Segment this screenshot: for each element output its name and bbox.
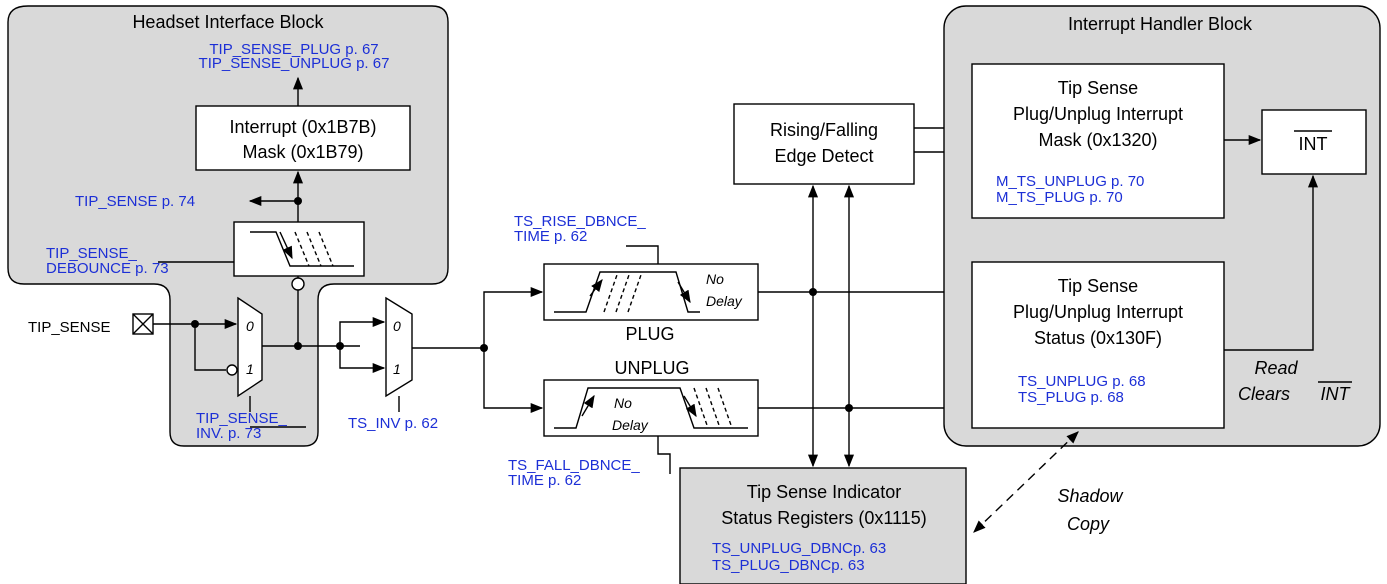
unplug-ref-2: TIME p. 62: [508, 472, 581, 489]
mux2-in0: 0: [393, 318, 401, 334]
plug-nodelay-arrow: [677, 281, 691, 304]
mux1-in1: 1: [246, 361, 254, 377]
edge-detect-line1: Rising/Falling: [770, 120, 878, 140]
plug-arrow: [589, 278, 603, 297]
plug-ref-2: TIME p. 62: [514, 228, 587, 245]
unplug-ref-leader: [657, 436, 671, 474]
int-label: INT: [1299, 134, 1328, 154]
plug-label: PLUG: [625, 324, 674, 344]
unplug-no: No: [614, 395, 632, 411]
mask-line2: Plug/Unplug Interrupt: [1013, 104, 1183, 124]
plug-delay: Delay: [706, 293, 743, 309]
status-to-int: [1224, 174, 1319, 351]
read-label: Read: [1254, 358, 1298, 378]
pin-x: [132, 313, 154, 335]
unplug-waveform: [554, 387, 748, 429]
plug-no: No: [706, 271, 724, 287]
unplug-hatch: [693, 387, 733, 429]
indicator-reg1: TS_UNPLUG_DBNCp. 63: [712, 540, 886, 557]
unplug-delay: Delay: [612, 417, 649, 433]
plug-debounce-box: [543, 263, 759, 321]
split-to-plug: [483, 286, 544, 348]
mux1-in0: 0: [246, 318, 254, 334]
ref-debounce-1: TIP_SENSE_: [46, 245, 138, 262]
indicator-reg2: TS_PLUG_DBNCp. 63: [712, 557, 865, 574]
headset-interface-block: [7, 5, 449, 447]
mask-line3: Mask (0x1320): [1038, 130, 1157, 150]
reg-tip-sense-plug: TIP_SENSE_PLUG p. 67: [209, 41, 378, 58]
status-reg2: TS_PLUG p. 68: [1018, 389, 1124, 406]
clears-int: INT: [1321, 384, 1352, 404]
mask-line1: Tip Sense: [1058, 78, 1138, 98]
indicator-line2: Status Registers (0x1115): [721, 508, 926, 528]
plug-waveform: [554, 271, 700, 313]
interrupt-mask-line1: Interrupt (0x1B7B): [229, 117, 376, 137]
int-box: [1261, 109, 1367, 175]
status-line2: Plug/Unplug Interrupt: [1013, 302, 1183, 322]
status-reg1: TS_UNPLUG p. 68: [1018, 373, 1146, 390]
reg-tip-sense-unplug: TIP_SENSE_UNPLUG p. 67: [199, 55, 390, 72]
plug-ref-leader: [626, 245, 659, 264]
shadow-line1: Shadow: [1057, 486, 1123, 506]
mux2-in1: 1: [393, 361, 401, 377]
ref-tip-sense: TIP_SENSE p. 74: [75, 193, 195, 210]
indicator-box: [679, 467, 967, 584]
ref-debounce-2: DEBOUNCE p. 73: [46, 260, 169, 277]
ref-ts-inv: TS_INV p. 62: [348, 415, 438, 432]
edge-detect-line2: Edge Detect: [774, 146, 873, 166]
edge-detect-box: [733, 103, 915, 185]
mux1-inv-bubble: [226, 364, 238, 376]
inverter-bubble: [291, 277, 305, 291]
unplug-debounce-box: [543, 379, 759, 437]
pin-to-mux1-inv: [194, 324, 226, 371]
unplug-arrow: [683, 395, 697, 418]
pin-label: TIP_SENSE: [28, 319, 111, 336]
mux2-in1-wire: [339, 346, 386, 374]
ref-inv-2: INV. p. 73: [196, 425, 261, 442]
mux1: [237, 296, 263, 398]
ref-inv-1: TIP_SENSE_: [196, 410, 288, 427]
debounce-arrow: [279, 231, 293, 260]
unplug-ref-1: TS_FALL_DBNCE_: [508, 457, 640, 474]
unplug-label: UNPLUG: [614, 358, 689, 378]
mask-reg1: M_TS_UNPLUG p. 70: [996, 173, 1144, 190]
plug-hatch: [603, 271, 643, 313]
status-line3: Status (0x130F): [1034, 328, 1162, 348]
status-line1: Tip Sense: [1058, 276, 1138, 296]
mask-reg2: M_TS_PLUG p. 70: [996, 189, 1123, 206]
shadow-line2: Copy: [1067, 514, 1110, 534]
split-to-unplug: [483, 348, 544, 414]
mux1-out-junction: [294, 342, 302, 350]
indicator-line1: Tip Sense Indicator: [747, 482, 901, 502]
mask-box: [971, 63, 1225, 219]
mux2: [385, 296, 413, 398]
plug-ref-1: TS_RISE_DBNCE_: [514, 213, 646, 230]
mux2-in0-wire: [339, 316, 386, 346]
interrupt-block-title: Interrupt Handler Block: [1068, 14, 1253, 34]
interrupt-mask-line2: Mask (0x1B79): [242, 142, 363, 162]
unplug-nodelay-arrow: [581, 394, 595, 417]
interrupt-mask-box: [195, 105, 411, 171]
shadow-copy-arrow: [973, 431, 1079, 533]
clears-label: Clears: [1238, 384, 1290, 404]
headset-block-title: Headset Interface Block: [132, 12, 324, 32]
status-box: [971, 261, 1225, 429]
debounce-hatch: [294, 231, 334, 267]
debounce-box: [233, 221, 365, 277]
